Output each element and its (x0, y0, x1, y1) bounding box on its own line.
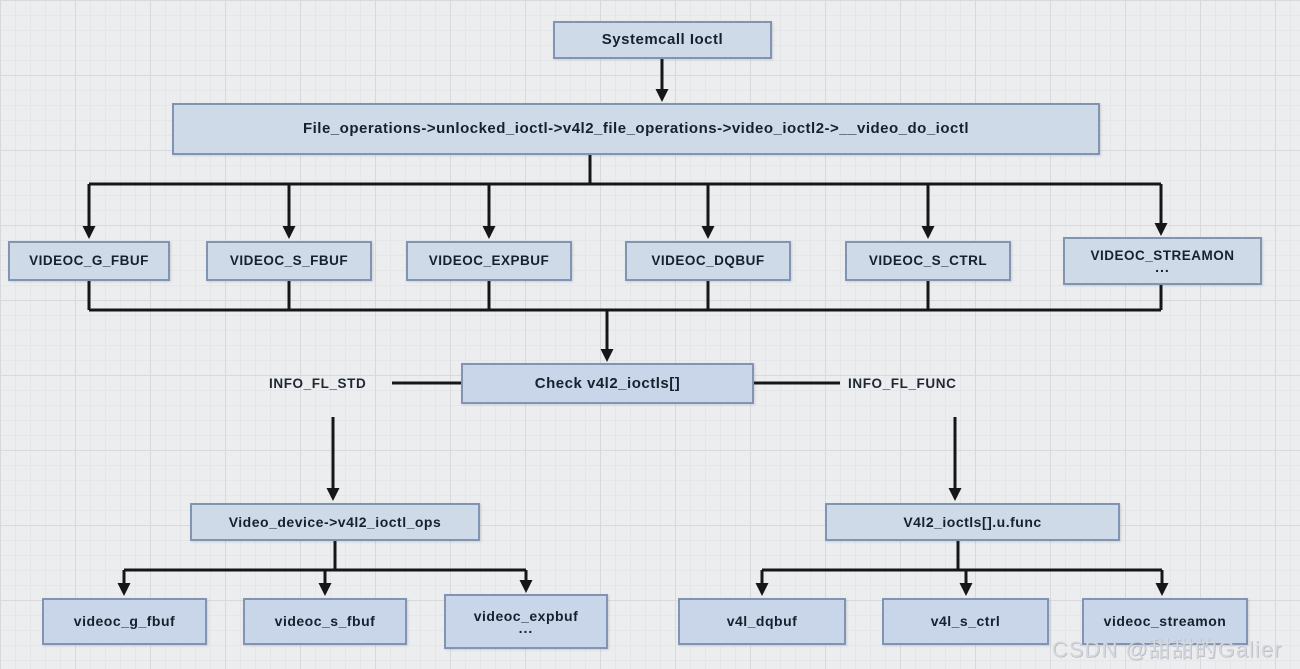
node-videoc-s-ctrl: VIDEOC_S_CTRL (845, 241, 1011, 281)
node-label: videoc_s_fbuf (274, 613, 376, 630)
node-ellipsis: ... (1155, 259, 1170, 276)
node-fn-videoc-s-fbuf: videoc_s_fbuf (243, 598, 407, 645)
node-label: Check v4l2_ioctls[] (534, 374, 681, 392)
node-v4l2-ioctls-u-func: V4l2_ioctls[].u.func (825, 503, 1120, 541)
node-fn-v4l-s-ctrl: v4l_s_ctrl (882, 598, 1049, 645)
node-label: v4l_s_ctrl (930, 613, 1001, 630)
node-fn-videoc-streamon: videoc_streamon (1082, 598, 1248, 645)
node-label: videoc_expbuf (473, 607, 579, 624)
node-fn-videoc-expbuf: videoc_expbuf ... (444, 594, 608, 649)
node-fn-videoc-g-fbuf: videoc_g_fbuf (42, 598, 207, 645)
node-videoc-expbuf: VIDEOC_EXPBUF (406, 241, 572, 281)
node-video-device-ioctl-ops: Video_device->v4l2_ioctl_ops (190, 503, 480, 541)
node-label: v4l_dqbuf (726, 613, 798, 630)
node-label: videoc_streamon (1103, 613, 1227, 630)
node-label: videoc_g_fbuf (73, 613, 176, 630)
node-label: V4l2_ioctls[].u.func (903, 513, 1042, 530)
label-info-fl-func: INFO_FL_FUNC (848, 376, 957, 391)
node-label: VIDEOC_G_FBUF (29, 253, 149, 269)
connector-lines (87, 155, 1163, 572)
node-fn-v4l-dqbuf: v4l_dqbuf (678, 598, 846, 645)
node-dispatch-chain: File_operations->unlocked_ioctl->v4l2_fi… (172, 103, 1100, 155)
node-label: VIDEOC_S_CTRL (868, 253, 988, 269)
node-label: Systemcall Ioctl (601, 31, 724, 49)
node-label: File_operations->unlocked_ioctl->v4l2_fi… (302, 120, 970, 138)
node-ellipsis: ... (518, 620, 534, 637)
node-label: VIDEOC_STREAMON (1090, 247, 1235, 263)
label-info-fl-std: INFO_FL_STD (269, 376, 367, 391)
node-label: VIDEOC_S_FBUF (229, 253, 349, 269)
node-videoc-streamon: VIDEOC_STREAMON ... (1063, 237, 1262, 285)
csdn-watermark: CSDN @甜甜的Galier (1052, 637, 1283, 662)
node-label: Video_device->v4l2_ioctl_ops (228, 513, 442, 530)
node-label: VIDEOC_DQBUF (651, 253, 765, 269)
node-systemcall-ioctl: Systemcall Ioctl (553, 21, 772, 59)
node-videoc-g-fbuf: VIDEOC_G_FBUF (8, 241, 170, 281)
node-videoc-dqbuf: VIDEOC_DQBUF (625, 241, 791, 281)
node-check-v4l2-ioctls: Check v4l2_ioctls[] (461, 363, 754, 404)
node-label: VIDEOC_EXPBUF (428, 253, 550, 269)
node-videoc-s-fbuf: VIDEOC_S_FBUF (206, 241, 372, 281)
